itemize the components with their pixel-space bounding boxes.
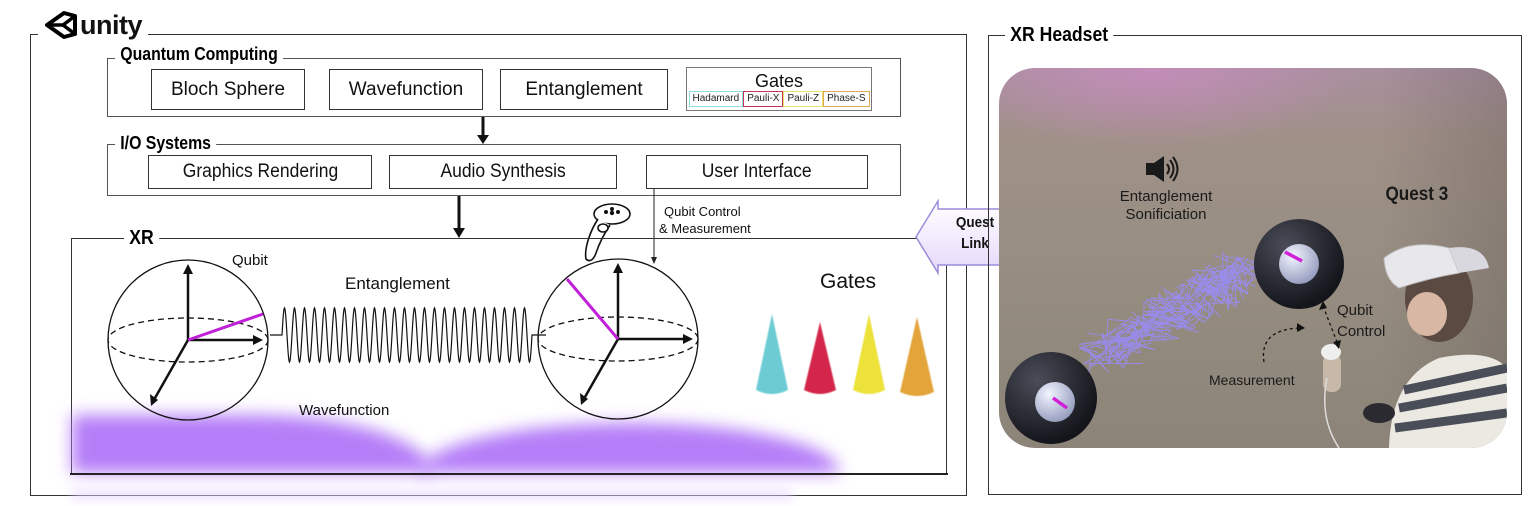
arrow-qc-to-io <box>477 117 489 144</box>
qubit-sphere-bottom <box>1005 352 1097 444</box>
io-systems-frame <box>107 144 901 196</box>
arrow-io-to-xr <box>453 196 465 238</box>
quantum-computing-frame <box>107 58 901 117</box>
qubit-label: Qubit <box>232 252 268 269</box>
gate-cone-pauli-z <box>853 314 885 394</box>
unity-logo: unity <box>38 8 148 42</box>
entanglement-strand <box>1191 276 1236 310</box>
io-systems-title: I/O Systems <box>115 134 217 152</box>
qubit-control-arrow <box>1319 301 1341 349</box>
speaker-icon <box>1146 156 1179 182</box>
entanglement-strand <box>1191 269 1237 306</box>
module-gates: Gates Hadamard Pauli-X Pauli-Z Phase-S <box>686 67 872 111</box>
sonification-label: Entanglement Sonificiation <box>1119 188 1213 223</box>
gates-label: Gates <box>820 270 877 293</box>
gate-chip-pauli-z: Pauli-Z <box>783 90 824 107</box>
xr-headset-photo: Entanglement Sonificiation Quest 3 Qubit… <box>999 68 1507 448</box>
module-user-interface: User Interface <box>646 155 868 189</box>
entanglement-strand <box>1146 304 1203 322</box>
entanglement-strand <box>1206 273 1225 293</box>
gate-cone-phase-s <box>900 317 934 396</box>
entanglement-strand <box>1148 304 1200 333</box>
wavefunction-label: Wavefunction <box>299 402 390 419</box>
measurement-label: Measurement <box>1209 372 1295 388</box>
qubit-control-label: Qubit Control <box>1337 302 1386 340</box>
controller-caption: Qubit Control & Measurement <box>659 204 751 236</box>
module-bloch-sphere: Bloch Sphere <box>151 69 305 110</box>
bloch-sphere-right <box>537 258 699 420</box>
entanglement-strand <box>1102 331 1121 365</box>
quantum-computing-title: Quantum Computing <box>115 45 284 63</box>
xr-headset-title: XR Headset <box>1005 25 1114 45</box>
arrow-ui-to-qubit <box>651 189 657 264</box>
entanglement-strand <box>1178 281 1208 310</box>
entanglement-strand <box>1164 289 1189 317</box>
gate-cones <box>756 314 934 396</box>
entanglement-strand <box>1115 321 1155 360</box>
quest-3-label: Quest 3 <box>1385 184 1449 205</box>
unity-cube-icon <box>45 11 77 39</box>
wavefunction-glow-bottom <box>72 490 792 500</box>
xr-title: XR <box>124 228 160 248</box>
module-entanglement: Entanglement <box>500 69 668 110</box>
module-graphics-rendering: Graphics Rendering <box>148 155 372 189</box>
entanglement-label: Entanglement <box>345 274 450 293</box>
gate-cone-hadamard <box>756 314 788 394</box>
gate-chip-pauli-x: Pauli-X <box>743 90 784 107</box>
entanglement-strand <box>1202 266 1249 296</box>
gate-chip-phase-s: Phase-S <box>823 90 870 107</box>
entanglement-strand <box>1151 294 1200 330</box>
unity-logo-text: unity <box>80 9 143 40</box>
xr-headset-frame <box>988 35 1522 495</box>
gate-chip-hadamard: Hadamard <box>688 90 744 107</box>
entanglement-strand <box>1081 340 1128 376</box>
entanglement-strand <box>1139 325 1184 338</box>
measurement-arrow <box>1262 323 1305 363</box>
entanglement-strand <box>1206 265 1257 284</box>
person-with-headset <box>1321 244 1507 448</box>
module-wavefunction: Wavefunction <box>329 69 483 110</box>
entanglement-strand <box>1207 265 1244 300</box>
entanglement-strand <box>1157 296 1190 328</box>
entanglement-strand <box>1101 322 1136 360</box>
entanglement-strand <box>1151 298 1172 310</box>
entanglement-strand <box>1140 316 1170 331</box>
gates-title: Gates <box>754 70 804 91</box>
vr-controller-icon <box>584 203 631 262</box>
gate-cone-pauli-x <box>804 322 836 394</box>
bloch-sphere-left <box>107 259 269 421</box>
entanglement-strand <box>1130 313 1157 342</box>
quest-link-label: Quest Link <box>955 214 995 252</box>
entanglement-strand <box>1215 265 1244 293</box>
entanglement-wave <box>270 306 546 364</box>
gate-chips: Hadamard Pauli-X Pauli-Z Phase-S <box>688 90 870 107</box>
module-audio-synthesis: Audio Synthesis <box>389 155 617 189</box>
entanglement-strand <box>1161 286 1215 324</box>
entanglement-strand <box>1186 269 1237 309</box>
entanglement-visual <box>1079 250 1269 376</box>
entanglement-strand <box>1189 268 1228 305</box>
entanglement-strand <box>1089 340 1140 368</box>
entanglement-strand <box>1197 273 1225 310</box>
qubit-sphere-top <box>1254 219 1344 309</box>
xr-frame-bottom-edge <box>70 473 948 475</box>
